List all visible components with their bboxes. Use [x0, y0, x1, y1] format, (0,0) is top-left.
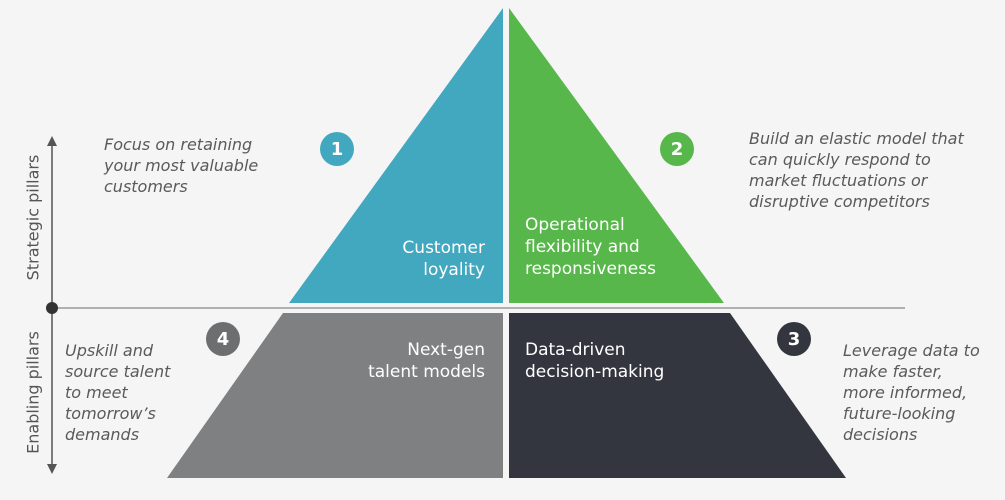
badge-number-2: 2	[660, 132, 694, 166]
segment-talent-models	[167, 313, 503, 478]
enabling-pillars-label: Enabling pillars	[23, 331, 43, 454]
operational-flexibility-title: Operational flexibility and responsivene…	[525, 215, 656, 279]
badge-number-3: 3	[777, 322, 811, 356]
talent-models-description: Upskill and source talent to meet tomorr…	[65, 341, 171, 444]
strategic-pillars-label: Strategic pillars	[23, 154, 43, 281]
data-driven-description: Leverage data to make faster, more infor…	[843, 341, 980, 444]
segment-operational-flexibility	[509, 8, 724, 303]
segment-customer-loyalty	[289, 8, 503, 303]
talent-models-title: Next-gen talent models	[368, 340, 485, 382]
customer-loyalty-title: Customer loyality	[402, 238, 485, 280]
badge-number-1: 1	[320, 132, 354, 166]
axis-arrow-down-icon	[47, 464, 57, 474]
operational-flexibility-description: Build an elastic model that can quickly …	[749, 129, 964, 211]
segment-data-driven	[509, 313, 846, 478]
badge-number-4: 4	[206, 322, 240, 356]
customer-loyalty-description: Focus on retaining your most valuable cu…	[104, 135, 259, 196]
data-driven-title: Data-driven decision-making	[525, 340, 665, 382]
axis-origin-dot	[46, 302, 58, 314]
axis-arrow-up-icon	[47, 136, 57, 146]
